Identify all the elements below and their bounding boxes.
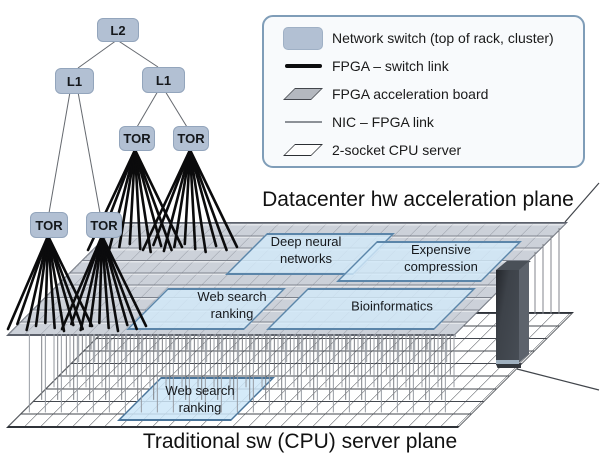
- fpga-switch-link-icon: [284, 64, 322, 68]
- acceleration-plane-title: Datacenter hw acceleration plane: [262, 188, 574, 211]
- blade-foot: [496, 364, 521, 368]
- node-label: TOR: [123, 131, 151, 146]
- switch-node-tor-1: TOR: [119, 126, 155, 151]
- legend-item-network-switch: Network switch (top of rack, cluster): [274, 24, 583, 52]
- fpga-acceleration-board-icon: [283, 88, 323, 100]
- legend-item-nic-fpga-link: NIC – FPGA link: [274, 108, 583, 136]
- legend-icon-cell: [274, 64, 332, 68]
- legend-item-label: 2-socket CPU server: [332, 142, 462, 158]
- blade-bottom-edge: [496, 360, 519, 364]
- node-label: TOR: [90, 217, 118, 233]
- node-label: L1: [66, 73, 83, 89]
- legend-item-fpga-board: FPGA acceleration board: [274, 80, 583, 108]
- legend-icon-cell: [274, 88, 332, 100]
- blade-top-face: [496, 261, 531, 270]
- switch-node-l2: L2: [97, 18, 139, 42]
- legend: Network switch (top of rack, cluster) FP…: [262, 15, 585, 168]
- legend-item-cpu-server: 2-socket CPU server: [274, 136, 583, 164]
- network-switch-icon: [283, 26, 323, 50]
- switch-node-l1-right: L1: [142, 67, 185, 93]
- legend-icon-cell: [274, 26, 332, 50]
- switch-node-tor-2: TOR: [173, 126, 209, 151]
- node-label: L1: [155, 72, 172, 88]
- node-label: L2: [110, 22, 126, 38]
- cpu-server-icon: [283, 144, 323, 156]
- server-fpga-blade-box: [496, 260, 532, 371]
- blade-front-face: [496, 270, 519, 365]
- switch-node-tor-4: TOR: [86, 212, 122, 238]
- node-label: TOR: [35, 217, 63, 233]
- legend-item-label: NIC – FPGA link: [332, 114, 434, 130]
- legend-item-fpga-switch-link: FPGA – switch link: [274, 52, 583, 80]
- legend-item-label: Network switch (top of rack, cluster): [332, 30, 554, 46]
- legend-icon-cell: [274, 144, 332, 156]
- legend-item-label: FPGA – switch link: [332, 58, 449, 74]
- nic-fpga-link-icon: [284, 121, 322, 123]
- node-label: TOR: [177, 131, 205, 146]
- legend-icon-cell: [274, 121, 332, 123]
- switch-node-tor-3: TOR: [30, 212, 68, 238]
- legend-item-label: FPGA acceleration board: [332, 86, 489, 102]
- server-plane-title: Traditional sw (CPU) server plane: [142, 430, 458, 453]
- switch-node-l1-left: L1: [55, 68, 94, 94]
